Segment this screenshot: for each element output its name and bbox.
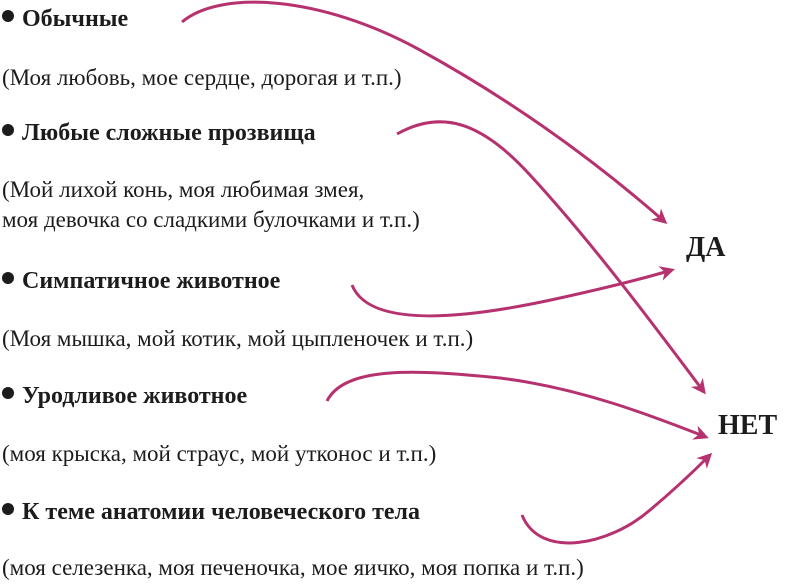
item-title-text: Уродливое животное xyxy=(22,383,248,409)
item-example-anatomy: (моя селезенка, моя печеночка, мое яичко… xyxy=(2,555,584,580)
item-example-ugly-animal: (моя крыска, мой страус, мой утконос и т… xyxy=(2,441,437,466)
bullet-icon xyxy=(2,503,14,515)
bullet-icon xyxy=(2,124,14,136)
answer-no: НЕТ xyxy=(718,410,778,441)
item-title-ugly-animal: Уродливое животное xyxy=(2,384,247,408)
bullet-icon xyxy=(2,272,14,284)
answer-yes: ДА xyxy=(686,232,726,263)
arrow-anatomy-to-no xyxy=(520,452,713,545)
item-title-complex-nicknames: Любые сложные прозвища xyxy=(2,121,316,145)
bullet-icon xyxy=(2,387,14,399)
arrow-cute-animal-to-yes xyxy=(350,266,675,318)
item-title-text: К теме анатомии человеческого тела xyxy=(22,499,420,525)
item-example-cute-animal: (Моя мышка, мой котик, мой цыпленочек и … xyxy=(2,326,474,351)
item-title-text: Обычные xyxy=(22,6,129,32)
item-title-text: Любые сложные прозвища xyxy=(22,120,316,146)
item-title-text: Симпатичное животное xyxy=(22,268,281,294)
arrow-ugly-animal-to-no xyxy=(325,370,709,440)
bullet-icon xyxy=(2,10,14,22)
item-title-ordinary: Обычные xyxy=(2,7,128,31)
item-title-anatomy: К теме анатомии человеческого тела xyxy=(2,500,420,524)
item-title-cute-animal: Симпатичное животное xyxy=(2,269,280,293)
item-example-complex-nicknames-line1: (Мой лихой конь, моя любимая змея, xyxy=(2,177,365,202)
item-example-complex-nicknames-line2: моя девочка со сладкими булочками и т.п.… xyxy=(2,207,420,232)
item-example-ordinary: (Моя любовь, мое сердце, дорогая и т.п.) xyxy=(2,65,402,90)
